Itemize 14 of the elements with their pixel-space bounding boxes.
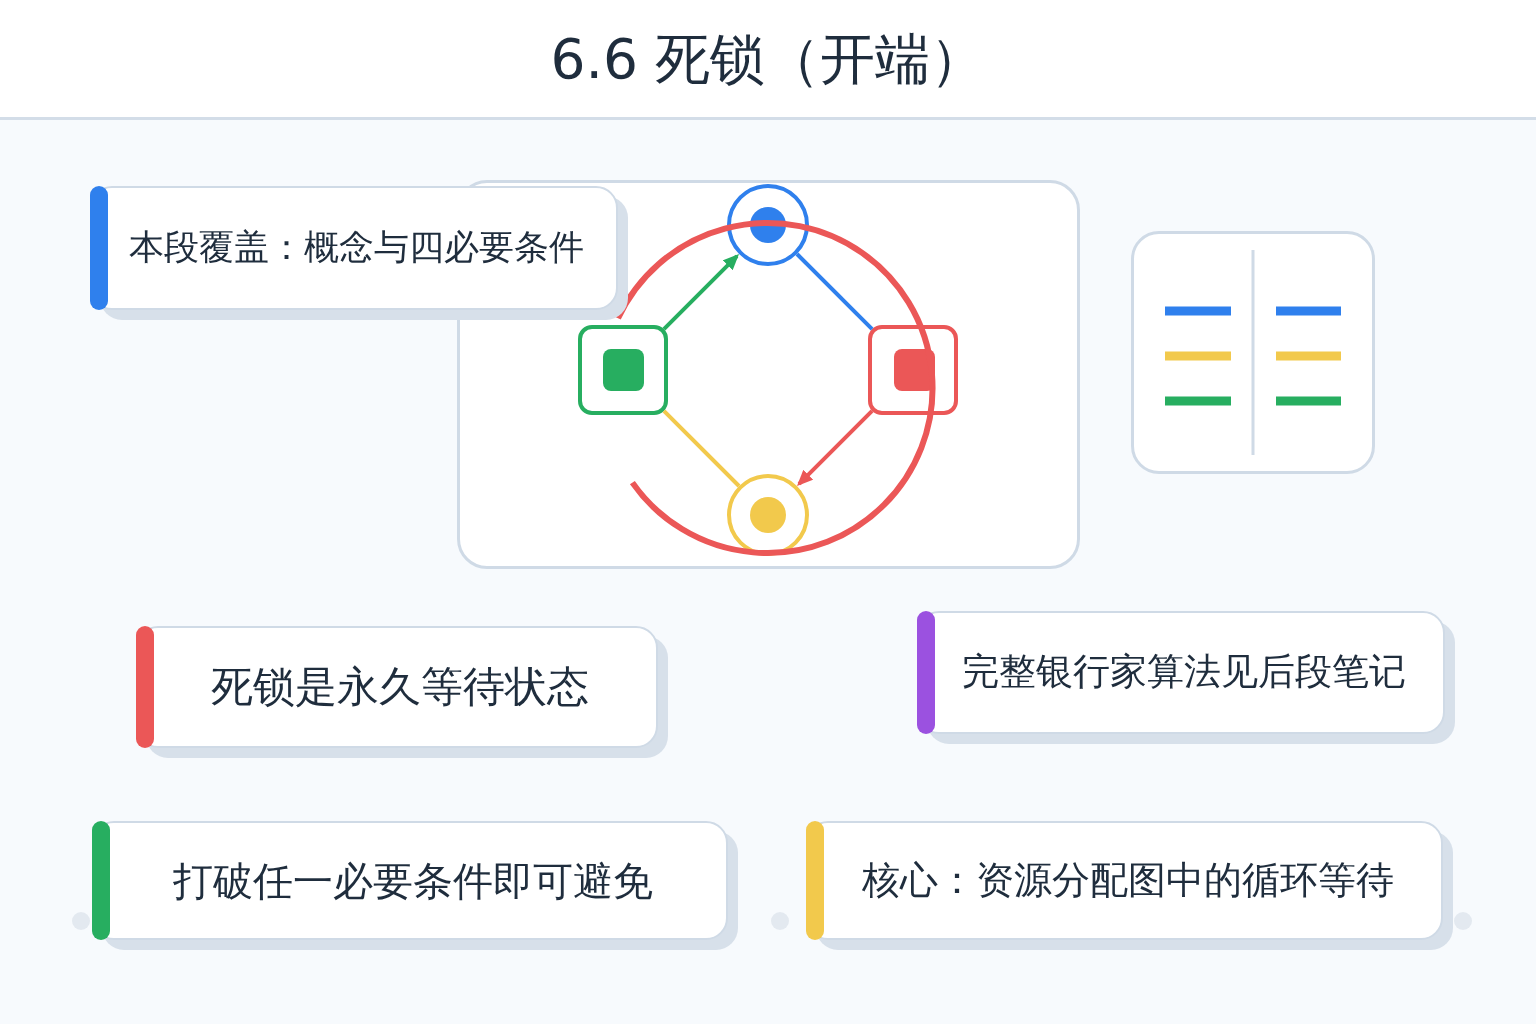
arrow: [662, 254, 739, 331]
page-title: 6.6 死锁（开端）: [550, 25, 986, 92]
card-text: 死锁是永久等待状态: [211, 660, 589, 713]
connector-line: [662, 409, 741, 488]
card-text: 完整银行家算法见后段笔记: [962, 649, 1406, 696]
card-text: 核心：资源分配图中的循环等待: [861, 856, 1394, 904]
arrow: [797, 409, 874, 486]
ring-node: [727, 184, 809, 266]
card-text: 打破任一必要条件即可避免: [173, 856, 653, 906]
connector-line: [795, 252, 874, 331]
illustration-panel: [1131, 231, 1375, 474]
card-text: 本段覆盖：概念与四必要条件: [129, 226, 584, 270]
rounded-square-node: [578, 325, 668, 415]
rounded-square-node: [868, 325, 958, 415]
